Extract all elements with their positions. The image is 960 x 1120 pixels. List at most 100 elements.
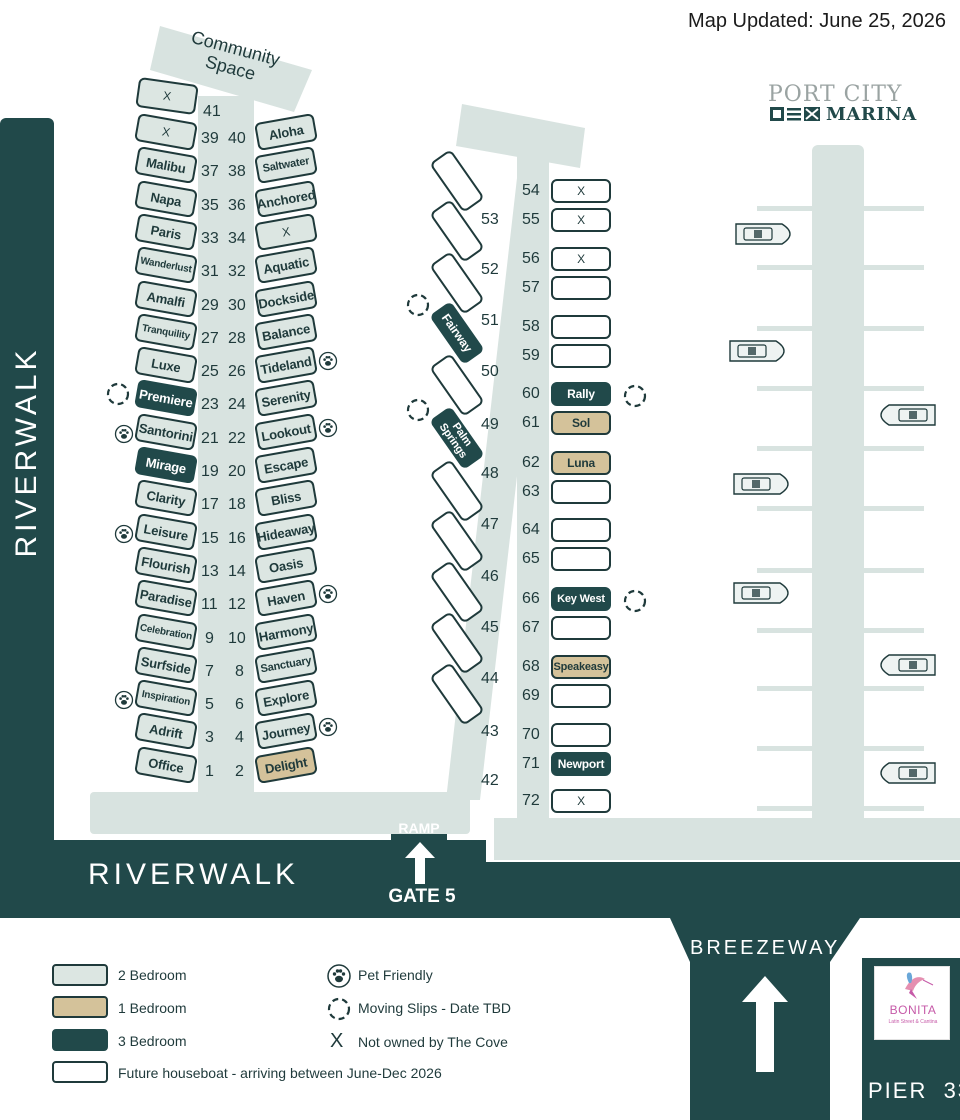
slip-56: X	[551, 247, 611, 271]
pier-finger-right	[864, 206, 924, 211]
slip-number-39: 39	[201, 130, 219, 147]
pier-finger-right	[864, 806, 924, 811]
slip-number-64: 64	[522, 521, 540, 538]
slip-number-8: 8	[235, 662, 244, 680]
slip-number-43: 43	[481, 723, 499, 740]
slip-number-71: 71	[522, 755, 540, 772]
riverwalk-horizontal-label: RIVERWALK	[88, 858, 300, 891]
pet-friendly-icon	[114, 424, 134, 443]
slip-number-57: 57	[522, 279, 540, 296]
legend-swatch-three-bedroom	[52, 1029, 108, 1051]
slip-number-28: 28	[228, 329, 246, 347]
riverwalk-vertical-label: RIVERWALK	[10, 346, 43, 558]
pier-finger-left	[757, 265, 812, 270]
slip-number-60: 60	[522, 385, 540, 402]
pier-finger-left	[757, 628, 812, 633]
slip-number-52: 52	[481, 261, 499, 278]
bottom-walkway-right	[494, 818, 960, 860]
slip-number-36: 36	[228, 196, 246, 214]
slip-number-50: 50	[481, 363, 499, 380]
slip-number-51: 51	[481, 312, 499, 329]
slip-number-15: 15	[201, 529, 219, 547]
slip-number-14: 14	[228, 562, 246, 580]
slip-number-27: 27	[201, 329, 219, 347]
legend-label-pet-friendly: Pet Friendly	[358, 967, 433, 983]
slip-54: X	[551, 179, 611, 203]
moving-slip-icon	[406, 398, 430, 422]
logo-mark-icon	[770, 107, 820, 121]
slip-number-24: 24	[228, 396, 246, 414]
moving-slip-icon	[623, 589, 647, 613]
slip-number-40: 40	[228, 130, 246, 147]
pier-finger-left	[757, 686, 812, 691]
pier-finger-left	[757, 386, 812, 391]
slip-number-35: 35	[201, 196, 219, 214]
slip-number-33: 33	[201, 229, 219, 247]
slip-number-7: 7	[205, 662, 214, 680]
pet-friendly-icon	[318, 351, 338, 371]
slip-63	[551, 480, 611, 504]
left-dock-spine	[198, 96, 254, 796]
legend-label-one-bedroom: 1 Bedroom	[118, 1000, 187, 1016]
pier-finger-right	[864, 446, 924, 451]
logo-line1: PORT CITY	[768, 82, 903, 107]
slip-number-58: 58	[522, 318, 540, 335]
legend-swatch-future-houseboat	[52, 1061, 108, 1083]
pet-friendly-icon	[114, 524, 134, 543]
slip-59	[551, 344, 611, 368]
gate-walk	[380, 862, 960, 918]
slip-number-3: 3	[205, 729, 214, 747]
pier-finger-left	[757, 806, 812, 811]
slip-number-53: 53	[481, 211, 499, 228]
legend-label-moving-slips: Moving Slips - Date TBD	[358, 1000, 512, 1016]
moving-slip-icon	[623, 384, 647, 408]
slip-number-10: 10	[228, 629, 246, 647]
boat-icon	[733, 473, 789, 495]
slip-number-25: 25	[201, 363, 219, 381]
slip-number-70: 70	[522, 726, 540, 743]
boat-icon	[735, 223, 791, 245]
legend-moving-slips-icon	[327, 997, 351, 1021]
legend-label-not-owned: Not owned by The Cove	[358, 1034, 508, 1050]
slip-number-23: 23	[201, 396, 219, 414]
hummingbird-icon	[905, 972, 934, 999]
logo-line2: MARINA	[826, 104, 917, 125]
slip-55: X	[551, 208, 611, 232]
slip-number-42: 42	[481, 772, 499, 789]
parked-boats	[729, 223, 936, 784]
legend-swatch-one-bedroom	[52, 996, 108, 1018]
slip-number-46: 46	[481, 568, 499, 585]
pier-finger-right	[864, 326, 924, 331]
slip-rally: Rally	[551, 382, 611, 406]
boat-icon	[880, 654, 936, 676]
slip-number-41: 41	[203, 103, 221, 120]
slip-57	[551, 276, 611, 300]
pier-finger-left	[757, 568, 812, 573]
slip-speakeasy: Speakeasy	[551, 655, 611, 679]
community-space-pad	[150, 26, 312, 112]
slip-number-18: 18	[228, 496, 246, 514]
slip-58	[551, 315, 611, 339]
slip-number-5: 5	[205, 696, 214, 714]
slip-luna: Luna	[551, 451, 611, 475]
gate-5-label: GATE 5	[388, 886, 456, 907]
slip-number-59: 59	[522, 347, 540, 364]
slip-number-32: 32	[228, 263, 246, 281]
pier-finger-left	[757, 746, 812, 751]
pier-finger-left	[757, 206, 812, 211]
map-updated-date: Map Updated: June 25, 2026	[688, 10, 946, 32]
slip-number-65: 65	[522, 550, 540, 567]
gate-arrow-icon	[405, 842, 435, 884]
slip-number-17: 17	[201, 496, 219, 514]
boat-icon	[733, 582, 789, 604]
slip-number-6: 6	[235, 696, 244, 714]
legend-label-three-bedroom: 3 Bedroom	[118, 1033, 187, 1049]
slip-key-west: Key West	[551, 587, 611, 611]
legend-x-symbol: X	[330, 1030, 344, 1052]
slip-number-55: 55	[522, 211, 540, 228]
slip-number-45: 45	[481, 619, 499, 636]
boat-icon	[880, 762, 936, 784]
slip-number-29: 29	[201, 296, 219, 314]
breezeway-arrow-icon	[742, 976, 788, 1072]
